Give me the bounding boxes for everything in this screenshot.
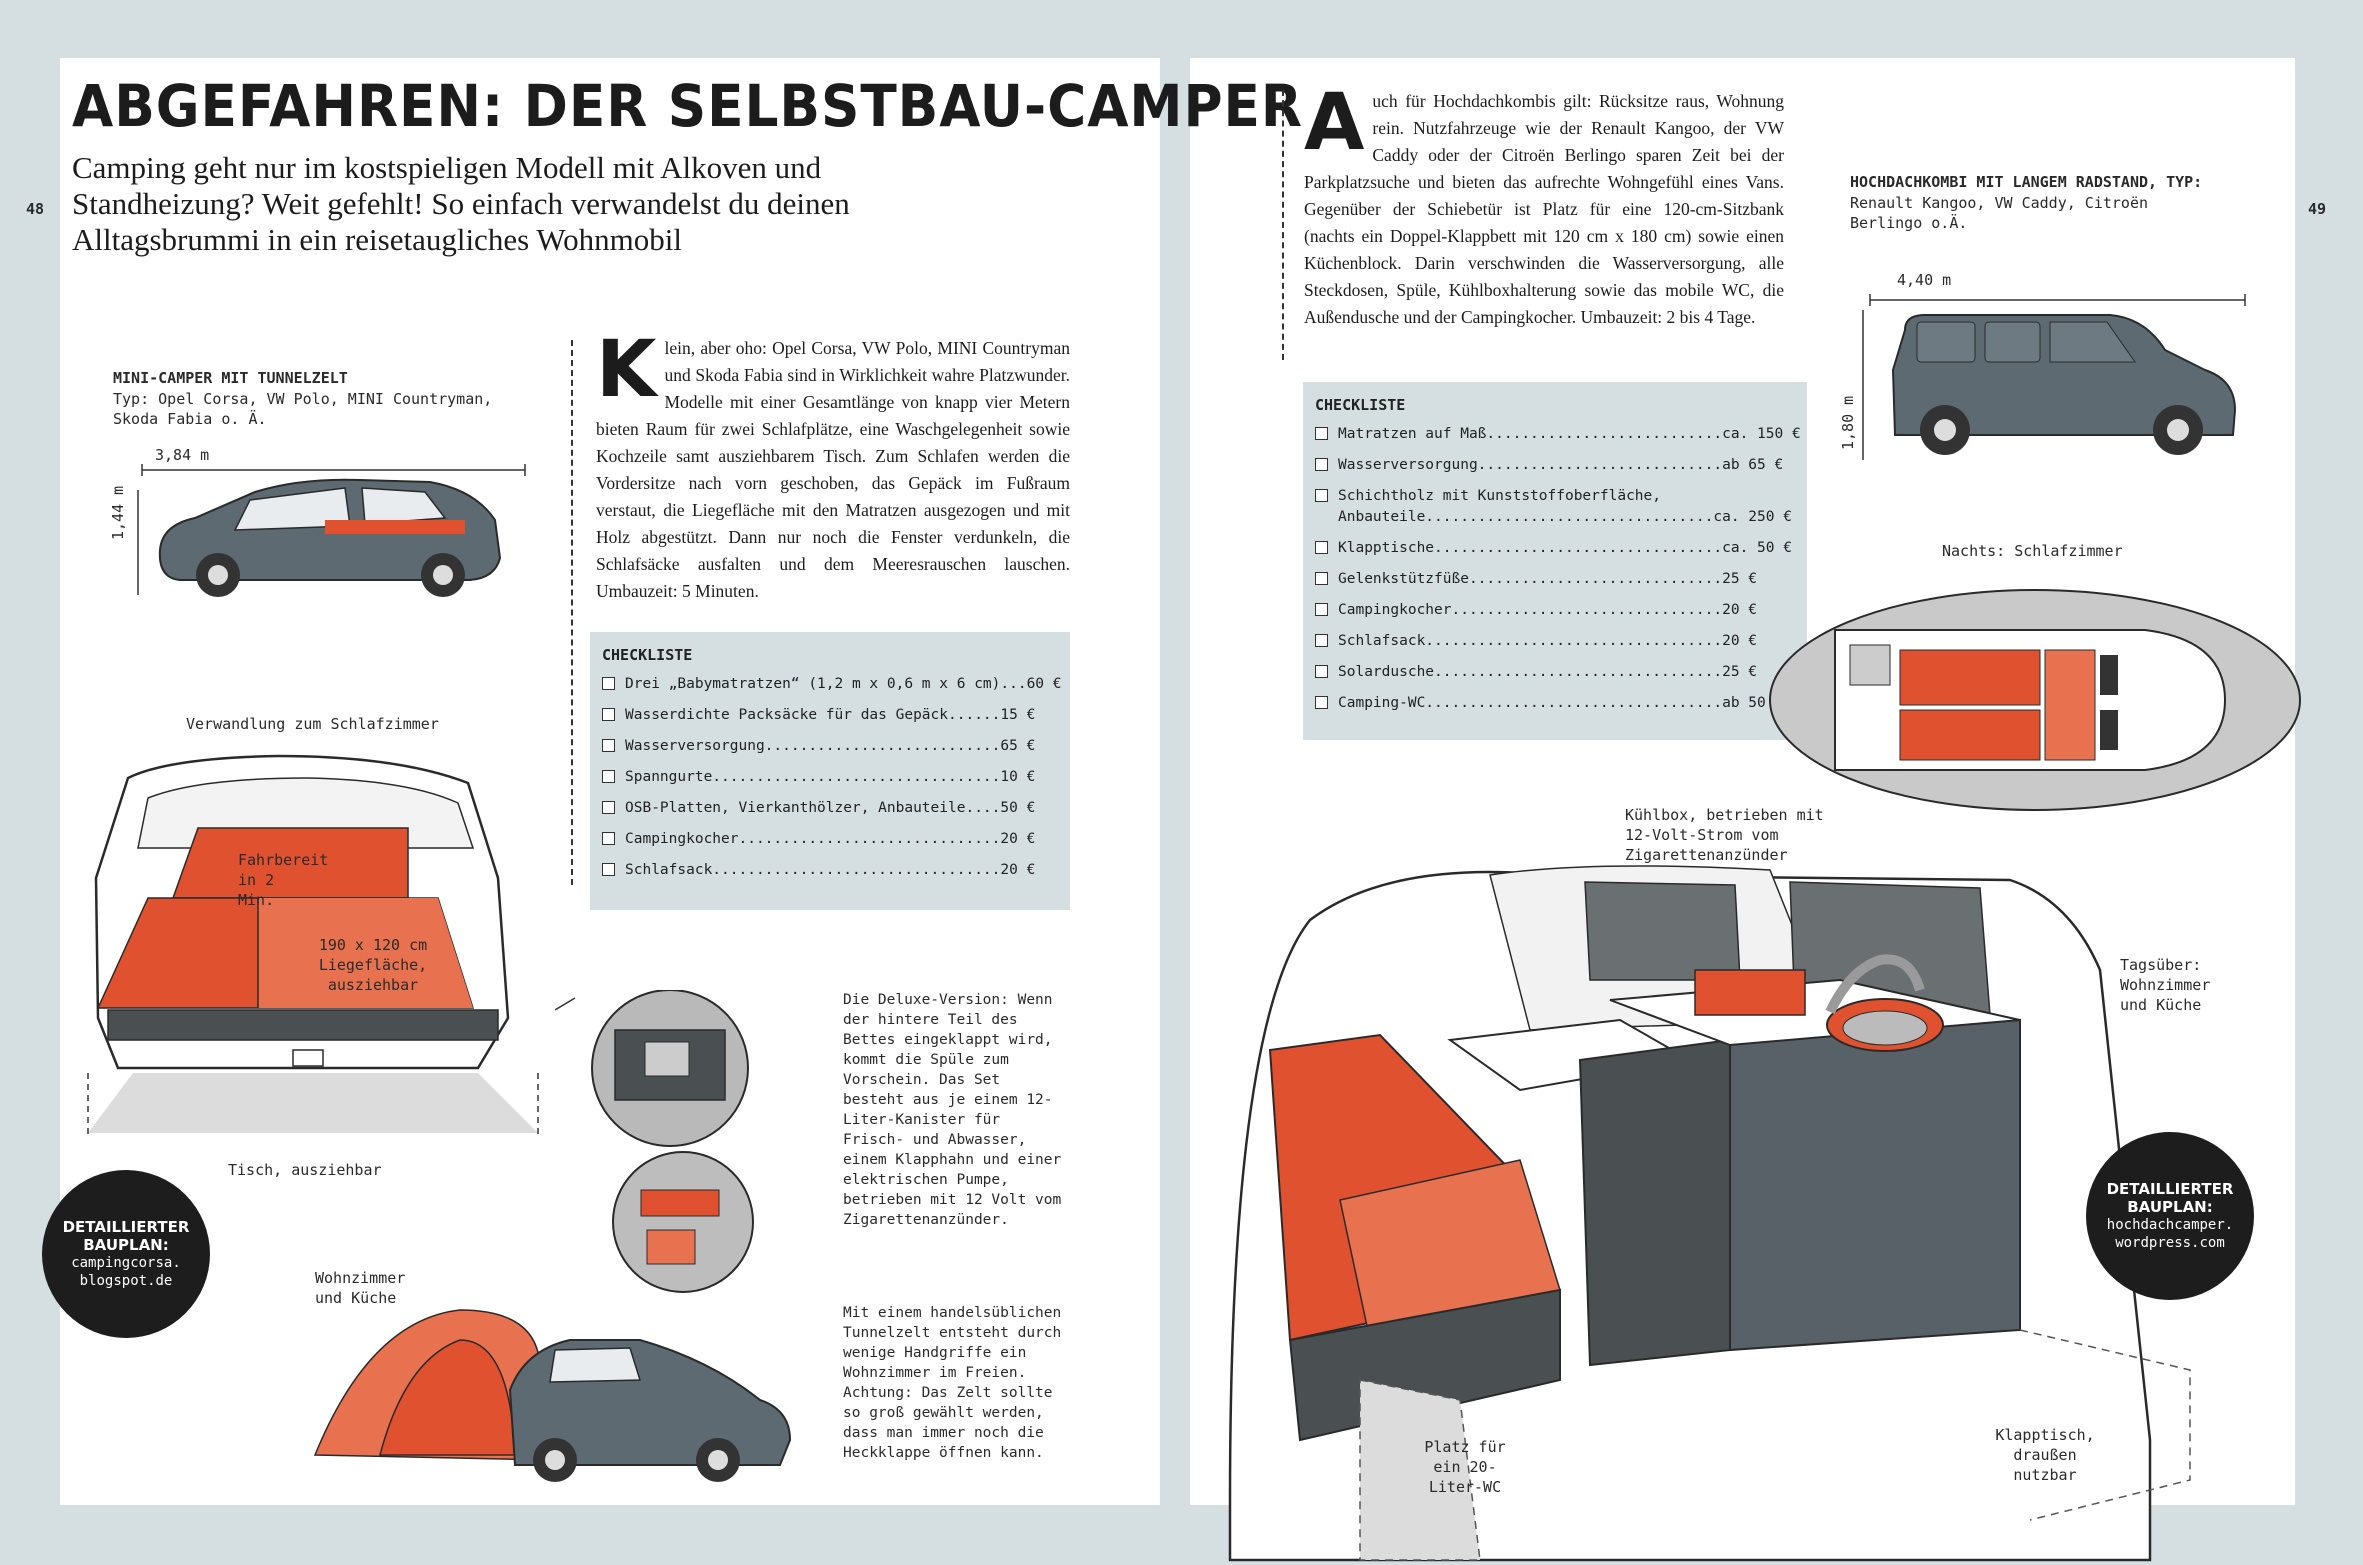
checklist-item-label: Spanngurte..............................… [625,769,1036,785]
hochdach-types: Renault Kangoo, VW Caddy, Citroën Berlin… [1850,194,2149,232]
checklist-item: Solardusche.............................… [1315,662,1795,682]
label-fridge: Kühlbox, betrieben mit 12-Volt-Strom vom… [1625,806,1824,864]
checklist-item-label: Schlafsack..............................… [625,862,1036,878]
label-bed: 190 x 120 cm Liegefläche, ausziehbar [318,936,428,994]
checkbox-icon[interactable] [1315,696,1328,709]
checklist-item: Schichtholz mit Kunststoffoberfläche, [1315,486,1795,506]
checklist-item-label: Anbauteile..............................… [1338,509,1792,525]
article-subtitle: Camping geht nur im kostspieligen Modell… [72,150,850,257]
hochdach-side-illustration [1862,294,2246,460]
checklist-item: Camping-WC..............................… [1315,693,1795,713]
mini-camper-bed-illustration [87,754,539,1138]
page-number-right: 49 [2308,200,2327,218]
checkbox-icon[interactable] [602,801,615,814]
checklist-item: Spanngurte..............................… [602,767,1058,787]
checkbox-icon[interactable] [602,770,615,783]
label-living: Wohnzimmer und Küche [315,1269,406,1307]
checklist-item: OSB-Platten, Vierkanthölzer, Anbauteile.… [602,798,1058,818]
checkbox-icon[interactable] [602,708,615,721]
badge-right-url[interactable]: hochdachcamper. wordpress.com [2106,1217,2234,1251]
checkbox-icon[interactable] [1315,458,1328,471]
checklist-item: Schlafsack..............................… [1315,631,1795,651]
checklist-item: Anbauteile..............................… [1315,507,1795,527]
bauplan-badge-left[interactable]: DETAILLIERTER BAUPLAN: campingcorsa. blo… [42,1170,210,1338]
checklist-item-label: Schichtholz mit Kunststoffoberfläche, [1338,488,1662,504]
checkbox-icon[interactable] [602,677,615,690]
checklist-item-label: Gelenkstützfüße.........................… [1338,571,1758,587]
mini-camper-checklist: CHECKLISTE Drei „Babymatratzen“ (1,2 m x… [590,632,1070,910]
hochdach-body-text: uch für Hochdachkombis gilt: Rücksitze r… [1304,91,1784,327]
checklist-item-label: Camping-WC..............................… [1338,695,1784,711]
hochdach-height: 1,80 m [1839,395,1857,450]
checklist-item: Wasserdichte Packsäcke für das Gepäck...… [602,705,1058,725]
label-ready: Fahrbereit in 2 Min. [238,851,329,909]
mini-camper-length: 3,84 m [155,446,210,464]
checklist-item-label: Campingkocher...........................… [625,831,1036,847]
checklist-item: Campingkocher...........................… [1315,600,1795,620]
night-floorplan-illustration [1769,589,2301,811]
checklist-item: Wasserversorgung........................… [602,736,1058,756]
deluxe-sink-illustration [555,990,754,1293]
checkbox-icon[interactable] [1315,572,1328,585]
column-divider-left [571,340,573,885]
mini-camper-body-text: lein, aber oho: Opel Corsa, VW Polo, MIN… [596,338,1070,601]
checkbox-icon[interactable] [1315,541,1328,554]
mini-camper-types: Typ: Opel Corsa, VW Polo, MINI Countryma… [113,390,493,428]
hochdach-length: 4,40 m [1897,271,1952,289]
badge-left-title: DETAILLIERTER BAUPLAN: [62,1218,190,1254]
interior-illustration [1228,865,2191,1562]
checklist-item-label: OSB-Platten, Vierkanthölzer, Anbauteile.… [625,800,1036,816]
checklist-item-label: Drei „Babymatratzen“ (1,2 m x 0,6 m x 6 … [625,676,1062,692]
checklist-item-label: Solardusche.............................… [1338,664,1758,680]
checklist-item-label: Wasserdichte Packsäcke für das Gepäck...… [625,707,1036,723]
checklist-item: Gelenkstützfüße.........................… [1315,569,1795,589]
label-table: Tisch, ausziehbar [228,1161,382,1179]
badge-right-title: DETAILLIERTER BAUPLAN: [2106,1180,2234,1216]
hochdach-heading: HOCHDACHKOMBI MIT LANGEM RADSTAND, TYP: [1850,173,2203,191]
checklist-item-label: Matratzen auf Maß.......................… [1338,426,1801,442]
checkbox-icon[interactable] [602,832,615,845]
mini-camper-side-illustration [137,464,526,597]
checkbox-icon[interactable] [602,863,615,876]
mini-camper-heading: MINI-CAMPER MIT TUNNELZELT [113,369,348,387]
dropcap-a: A [1304,78,1365,168]
checklist-item: Schlafsack..............................… [602,860,1058,880]
checklist-item-label: Klapptische.............................… [1338,540,1792,556]
tent-car-illustration [313,1309,792,1482]
label-wc: Platz für ein 20-Liter-WC [1424,1438,1506,1496]
checkbox-icon[interactable] [1315,634,1328,647]
checkbox-icon[interactable] [1315,665,1328,678]
label-folding-table: Klapptisch, draußen nutzbar [1995,1426,2095,1484]
hochdach-checklist: CHECKLISTE Matratzen auf Maß............… [1303,382,1807,740]
checklist-item-label: Wasserversorgung........................… [1338,457,1784,473]
checklist-item: Klapptische.............................… [1315,538,1795,558]
bauplan-badge-right[interactable]: DETAILLIERTER BAUPLAN: hochdachcamper. w… [2086,1132,2254,1300]
dropcap-k: K [596,325,657,415]
mini-camper-height: 1,44 m [109,485,127,540]
badge-left-url[interactable]: campingcorsa. blogspot.de [71,1255,181,1289]
column-divider-right [1282,90,1284,360]
checklist-item: Drei „Babymatratzen“ (1,2 m x 0,6 m x 6 … [602,674,1062,694]
checklist-item: Campingkocher...........................… [602,829,1058,849]
deluxe-caption: Die Deluxe-Version: Wenn der hintere Tei… [843,992,1062,1228]
checklist-item: Matratzen auf Maß.......................… [1315,424,1801,444]
label-night: Nachts: Schlafzimmer [1942,542,2123,560]
tent-caption: Mit einem handelsüblichen Tunnelzelt ent… [843,1305,1062,1461]
article-title: ABGEFAHREN: DER SELBSTBAU-CAMPER [72,72,1303,140]
checkbox-icon[interactable] [1315,427,1328,440]
checkbox-icon[interactable] [1315,603,1328,616]
label-day: Tagsüber: Wohnzimmer und Küche [2120,956,2211,1014]
checklist-item-label: Campingkocher...........................… [1338,602,1758,618]
checklist-item-label: Schlafsack..............................… [1338,633,1758,649]
page-number-left: 48 [26,200,45,218]
checklist-item: Wasserversorgung........................… [1315,455,1795,475]
checkbox-icon[interactable] [1315,489,1328,502]
label-transform: Verwandlung zum Schlafzimmer [186,715,439,733]
checklist-title: CHECKLISTE [602,646,693,664]
checklist-item-label: Wasserversorgung........................… [625,738,1036,754]
checklist-title-right: CHECKLISTE [1315,396,1406,414]
checkbox-icon[interactable] [602,739,615,752]
